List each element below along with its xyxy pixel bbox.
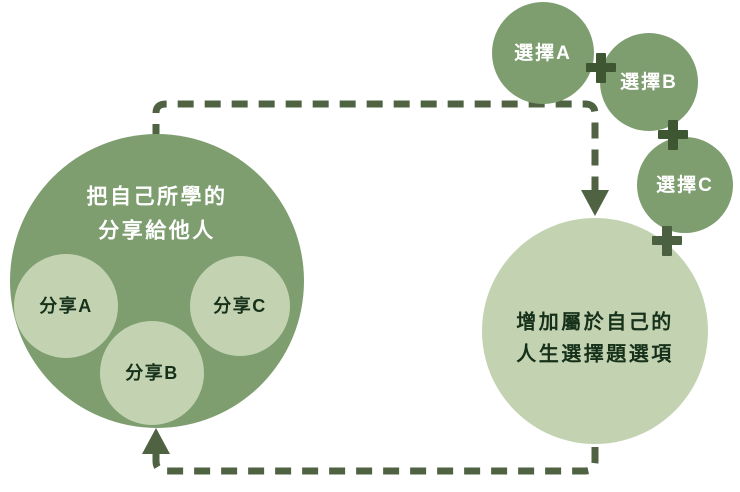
dashed-path-up xyxy=(152,420,599,475)
option-b-circle[interactable] xyxy=(600,33,698,131)
result-label-line1: 增加屬於自己的 xyxy=(516,309,674,333)
result-circle[interactable] xyxy=(482,218,708,444)
sharing-title-line1: 把自己所學的 xyxy=(87,185,228,209)
result-group[interactable]: 增加屬於自己的 人生選擇題選項 xyxy=(482,218,708,444)
option-c-circle[interactable] xyxy=(637,137,733,233)
dashed-path-down xyxy=(152,100,599,192)
option-group-b[interactable]: 選擇B xyxy=(600,33,698,131)
arrowhead-up-icon xyxy=(142,428,170,454)
left-sharing-group[interactable]: 把自己所學的 分享給他人 分享A 分享C 分享B xyxy=(10,134,304,428)
result-label-line2: 人生選擇題選項 xyxy=(516,342,674,365)
plus-icon-vertical-1 xyxy=(596,53,606,83)
plus-operator-b-c xyxy=(658,120,688,150)
share-c-label: 分享C xyxy=(213,295,267,316)
share-bubble-b[interactable]: 分享B xyxy=(100,321,204,425)
plus-operator-a-b xyxy=(586,53,616,83)
connector-result-to-left xyxy=(142,420,599,475)
sharing-title-line2: 分享給他人 xyxy=(98,219,216,243)
share-a-label: 分享A xyxy=(39,295,93,316)
connector-left-to-result xyxy=(152,100,609,216)
share-bubble-a[interactable]: 分享A xyxy=(14,254,118,358)
share-b-label: 分享B xyxy=(125,362,179,383)
plus-operator-c-result xyxy=(652,226,682,256)
option-b-label: 選擇B xyxy=(620,71,678,93)
option-c-label: 選擇C xyxy=(656,174,714,196)
plus-icon-vertical-2 xyxy=(668,120,678,150)
share-c-circle[interactable] xyxy=(190,256,290,356)
share-a-circle[interactable] xyxy=(14,254,118,358)
share-b-circle[interactable] xyxy=(100,321,204,425)
option-group-a[interactable]: 選擇A xyxy=(492,2,594,104)
option-a-circle[interactable] xyxy=(492,2,594,104)
plus-icon-vertical-3 xyxy=(662,226,672,256)
arrowhead-down-icon xyxy=(581,190,609,216)
share-bubble-c[interactable]: 分享C xyxy=(190,256,290,356)
option-group-c[interactable]: 選擇C xyxy=(637,137,733,233)
option-a-label: 選擇A xyxy=(514,42,572,64)
